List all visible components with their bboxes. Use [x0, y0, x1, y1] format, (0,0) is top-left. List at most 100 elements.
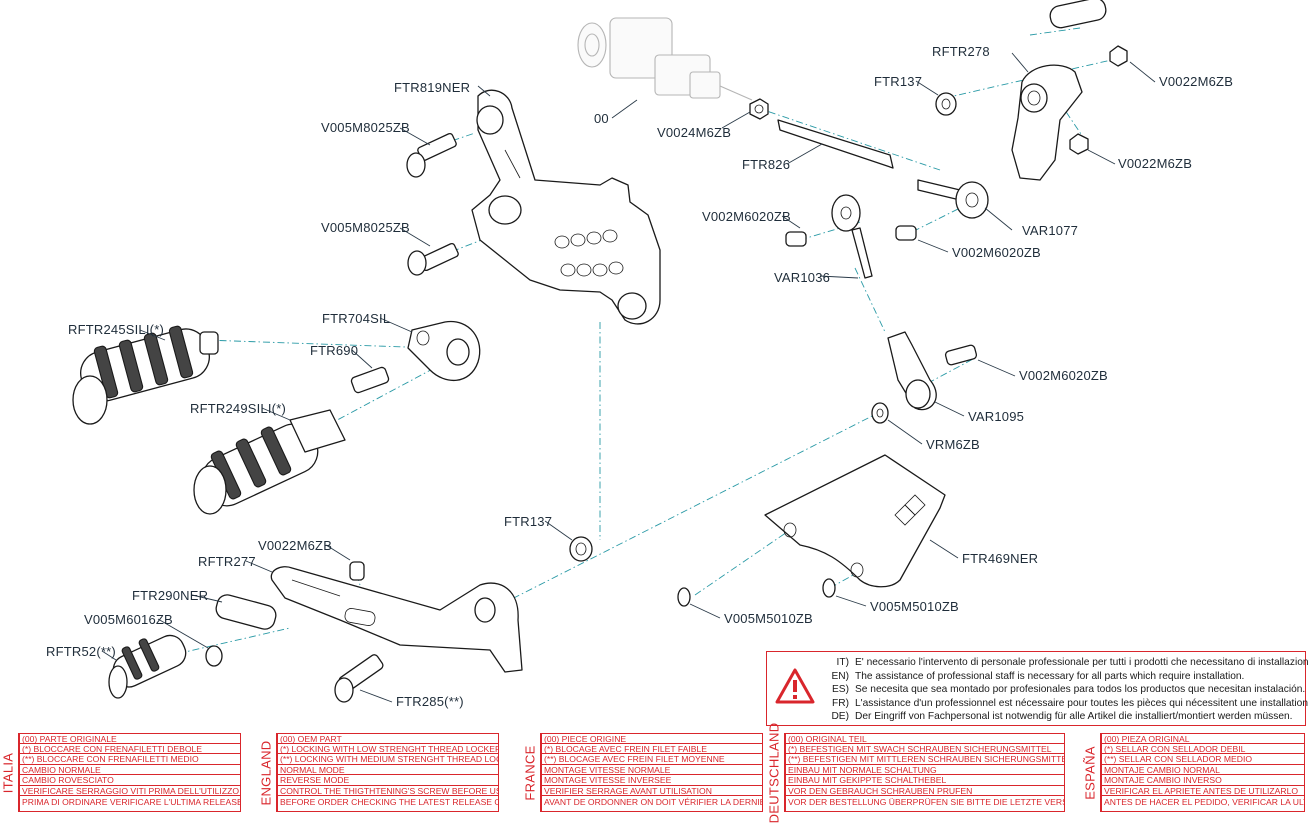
- legend-row: CONTROL THE THIGTHTENING'S SCREW BEFORE …: [277, 785, 499, 796]
- legend-row: (00) PARTE ORIGINALE: [19, 733, 241, 744]
- label-ftr469ner: FTR469NER: [962, 551, 1038, 566]
- callout-labels: FTR819NER V005M8025ZB V005M8025ZB 00 V00…: [46, 44, 1233, 709]
- heel-guard: [677, 454, 946, 607]
- legend-row: (**) BEFESTIGEN MIT MITTLEREN SCHRAUBEN …: [785, 754, 1065, 765]
- legend-row: (*) BLOCAGE AVEC FREIN FILET FAIBLE: [541, 743, 763, 754]
- label-v005m5010zb-a: V005M5010ZB: [724, 611, 813, 626]
- legend-row: (00) PIEZA ORIGINAL: [1101, 733, 1305, 744]
- shift-lever: [205, 566, 523, 703]
- legend-row: MONTAJE CAMBIO INVERSO: [1101, 775, 1305, 786]
- legend-row: (00) PIECE ORIGINE: [541, 733, 763, 744]
- warning-line-es: ES)Se necesita que sea montado por profe…: [832, 684, 1306, 695]
- legend-row: AVANT DE ORDONNER ON DOIT VÉRIFIER LA DE…: [541, 796, 763, 812]
- legend-row: NORMAL MODE: [277, 764, 499, 775]
- peg-adapter: [350, 320, 481, 394]
- legend-row: VERIFICAR EL APRIETE ANTES DE UTILIZARLO: [1101, 785, 1305, 796]
- legend-row: MONTAJE CAMBIO NORMAL: [1101, 764, 1305, 775]
- legend-language-tag: FRANCE: [522, 745, 538, 801]
- warning-triangle-icon: [775, 668, 815, 704]
- label-v002m6020zb-c: V002M6020ZB: [1019, 368, 1108, 383]
- legend-row: (00) ORIGINAL TEIL: [785, 733, 1065, 744]
- label-var1095: VAR1095: [968, 409, 1024, 424]
- warning-line-it: IT)E' necessario l'intervento di persona…: [836, 657, 1308, 668]
- warning-line-en: EN)The assistance of professional staff …: [831, 670, 1245, 682]
- label-v0022m6zb-c: V0022M6ZB: [258, 538, 332, 553]
- legend-row: EINBAU MIT GEKIPPTE SCHALTHEBEL: [785, 775, 1065, 786]
- label-var1036: VAR1036: [774, 270, 830, 285]
- label-ftr690: FTR690: [310, 343, 358, 358]
- legend-row: (00) OEM PART: [277, 733, 499, 744]
- legend-row: (**) SELLAR CON SELLADOR MEDIO: [1101, 754, 1305, 765]
- label-vrm6zb: VRM6ZB: [926, 437, 980, 452]
- legend-row: MONTAGE VITESSE INVERSEE: [541, 775, 763, 786]
- legend-row: (*) BLOCCARE CON FRENAFILETTI DEBOLE: [19, 743, 241, 754]
- label-ftr826: FTR826: [742, 157, 790, 172]
- legend-england: ENGLAND (00) OEM PART (*) LOCKING WITH L…: [258, 733, 500, 812]
- rear-bracket: [1011, 0, 1128, 181]
- label-v0022m6zb-b: V0022M6ZB: [1118, 156, 1192, 171]
- legend-row: VERIFIER SERRAGE AVANT UTILISATION: [541, 785, 763, 796]
- legend-row: REVERSE MODE: [277, 775, 499, 786]
- legend-row: VOR DEN GEBRAUCH SCHRAUBEN PRUFEN: [785, 785, 1065, 796]
- rod-ends: [785, 179, 989, 424]
- legend-row: (**) LOCKING WITH MEDIUM STRENGHT THREAD…: [277, 754, 499, 765]
- label-ftr819ner: FTR819NER: [394, 80, 470, 95]
- legend-italia: ITALIA (00) PARTE ORIGINALE (*) BLOCCARE…: [0, 733, 242, 812]
- legend-row: CAMBIO NORMALE: [19, 764, 241, 775]
- main-bracket: [471, 89, 661, 325]
- legend-language-tag: ITALIA: [0, 752, 16, 794]
- legend-row: VOR DER BESTELLUNG ÜBERPRÜFEN SIE BITTE …: [785, 796, 1065, 812]
- legend-row: PRIMA DI ORDINARE VERIFICARE L'ULTIMA RE…: [19, 796, 241, 812]
- label-v0024m6zb: V0024M6ZB: [657, 125, 731, 140]
- label-rftr245sili: RFTR245SILI(*): [68, 322, 164, 337]
- legend-row: EINBAU MIT NORMALE SCHALTUNG: [785, 764, 1065, 775]
- label-ftr285: FTR285(**): [396, 694, 464, 709]
- installation-warning: IT)E' necessario l'intervento di persona…: [766, 651, 1308, 726]
- label-v005m5010zb-b: V005M5010ZB: [870, 599, 959, 614]
- legend-row: (*) BEFESTIGEN MIT SWACH SCHRAUBEN SICHE…: [785, 743, 1065, 754]
- legend-language-tag: DEUTSCHLAND: [766, 722, 782, 823]
- label-ftr290ner: FTR290NER: [132, 588, 208, 603]
- label-v005m8025zb-mid: V005M8025ZB: [321, 220, 410, 235]
- label-v0022m6zb-a: V0022M6ZB: [1159, 74, 1233, 89]
- oem-part-00: [577, 17, 753, 101]
- legend-row: (**) BLOCAGE AVEC FREIN FILET MOYENNE: [541, 754, 763, 765]
- label-ftr137-top: FTR137: [874, 74, 922, 89]
- legend-row: (**) BLOCCARE CON FRENAFILETTI MEDIO: [19, 754, 241, 765]
- legend-espana: ESPAÑA (00) PIEZA ORIGINAL (*) SELLAR CO…: [1082, 733, 1306, 812]
- label-v002m6020zb-b: V002M6020ZB: [952, 245, 1041, 260]
- shift-rod-assembly: [749, 92, 957, 169]
- legend-language-tag: ESPAÑA: [1082, 746, 1098, 800]
- label-ref-00: 00: [594, 111, 609, 126]
- label-v005m8025zb-top: V005M8025ZB: [321, 120, 410, 135]
- bracket-bolts: [406, 132, 459, 276]
- label-ftr137-low: FTR137: [504, 514, 552, 529]
- warning-line-de: DE)Der Eingriff von Fachpersonal ist not…: [831, 711, 1293, 722]
- footpeg-lower: [193, 409, 346, 515]
- label-ftr704sil: FTR704SIL: [322, 311, 390, 326]
- legend-language-tag: ENGLAND: [258, 740, 274, 806]
- legend-row: CAMBIO ROVESCIATO: [19, 775, 241, 786]
- footpeg-upper: [72, 325, 219, 425]
- shift-peg: [108, 634, 187, 699]
- warning-line-fr: FR)L'assistance d'un professionnel est n…: [832, 697, 1308, 709]
- washers: [349, 536, 593, 581]
- label-v002m6020zb-a: V002M6020ZB: [702, 209, 791, 224]
- label-var1077: VAR1077: [1022, 223, 1078, 238]
- label-v005m6016zb: V005M6016ZB: [84, 612, 173, 627]
- legend-row: (*) LOCKING WITH LOW STRENGHT THREAD LOC…: [277, 743, 499, 754]
- warning-lines: IT)E' necessario l'intervento di persona…: [827, 656, 1308, 724]
- legend-row: MONTAGE VITESSE NORMALE: [541, 764, 763, 775]
- label-rftr278: RFTR278: [932, 44, 990, 59]
- legend-row: BEFORE ORDER CHECKING THE LATEST RELEASE…: [277, 796, 499, 812]
- legend-row: VERIFICARE SERRAGGIO VITI PRIMA DELL'UTI…: [19, 785, 241, 796]
- label-rftr249sili: RFTR249SILI(*): [190, 401, 286, 416]
- legend-row: (*) SELLAR CON SELLADOR DEBIL: [1101, 743, 1305, 754]
- bracket-holes: [554, 229, 624, 277]
- legend-deutschland: DEUTSCHLAND (00) ORIGINAL TEIL (*) BEFES…: [766, 722, 1066, 823]
- label-rftr52: RFTR52(**): [46, 644, 116, 659]
- label-rftr277: RFTR277: [198, 554, 256, 569]
- legend-france: FRANCE (00) PIECE ORIGINE (*) BLOCAGE AV…: [522, 733, 764, 812]
- legend-row: ANTES DE HACER EL PEDIDO, VERIFICAR LA U…: [1101, 796, 1305, 812]
